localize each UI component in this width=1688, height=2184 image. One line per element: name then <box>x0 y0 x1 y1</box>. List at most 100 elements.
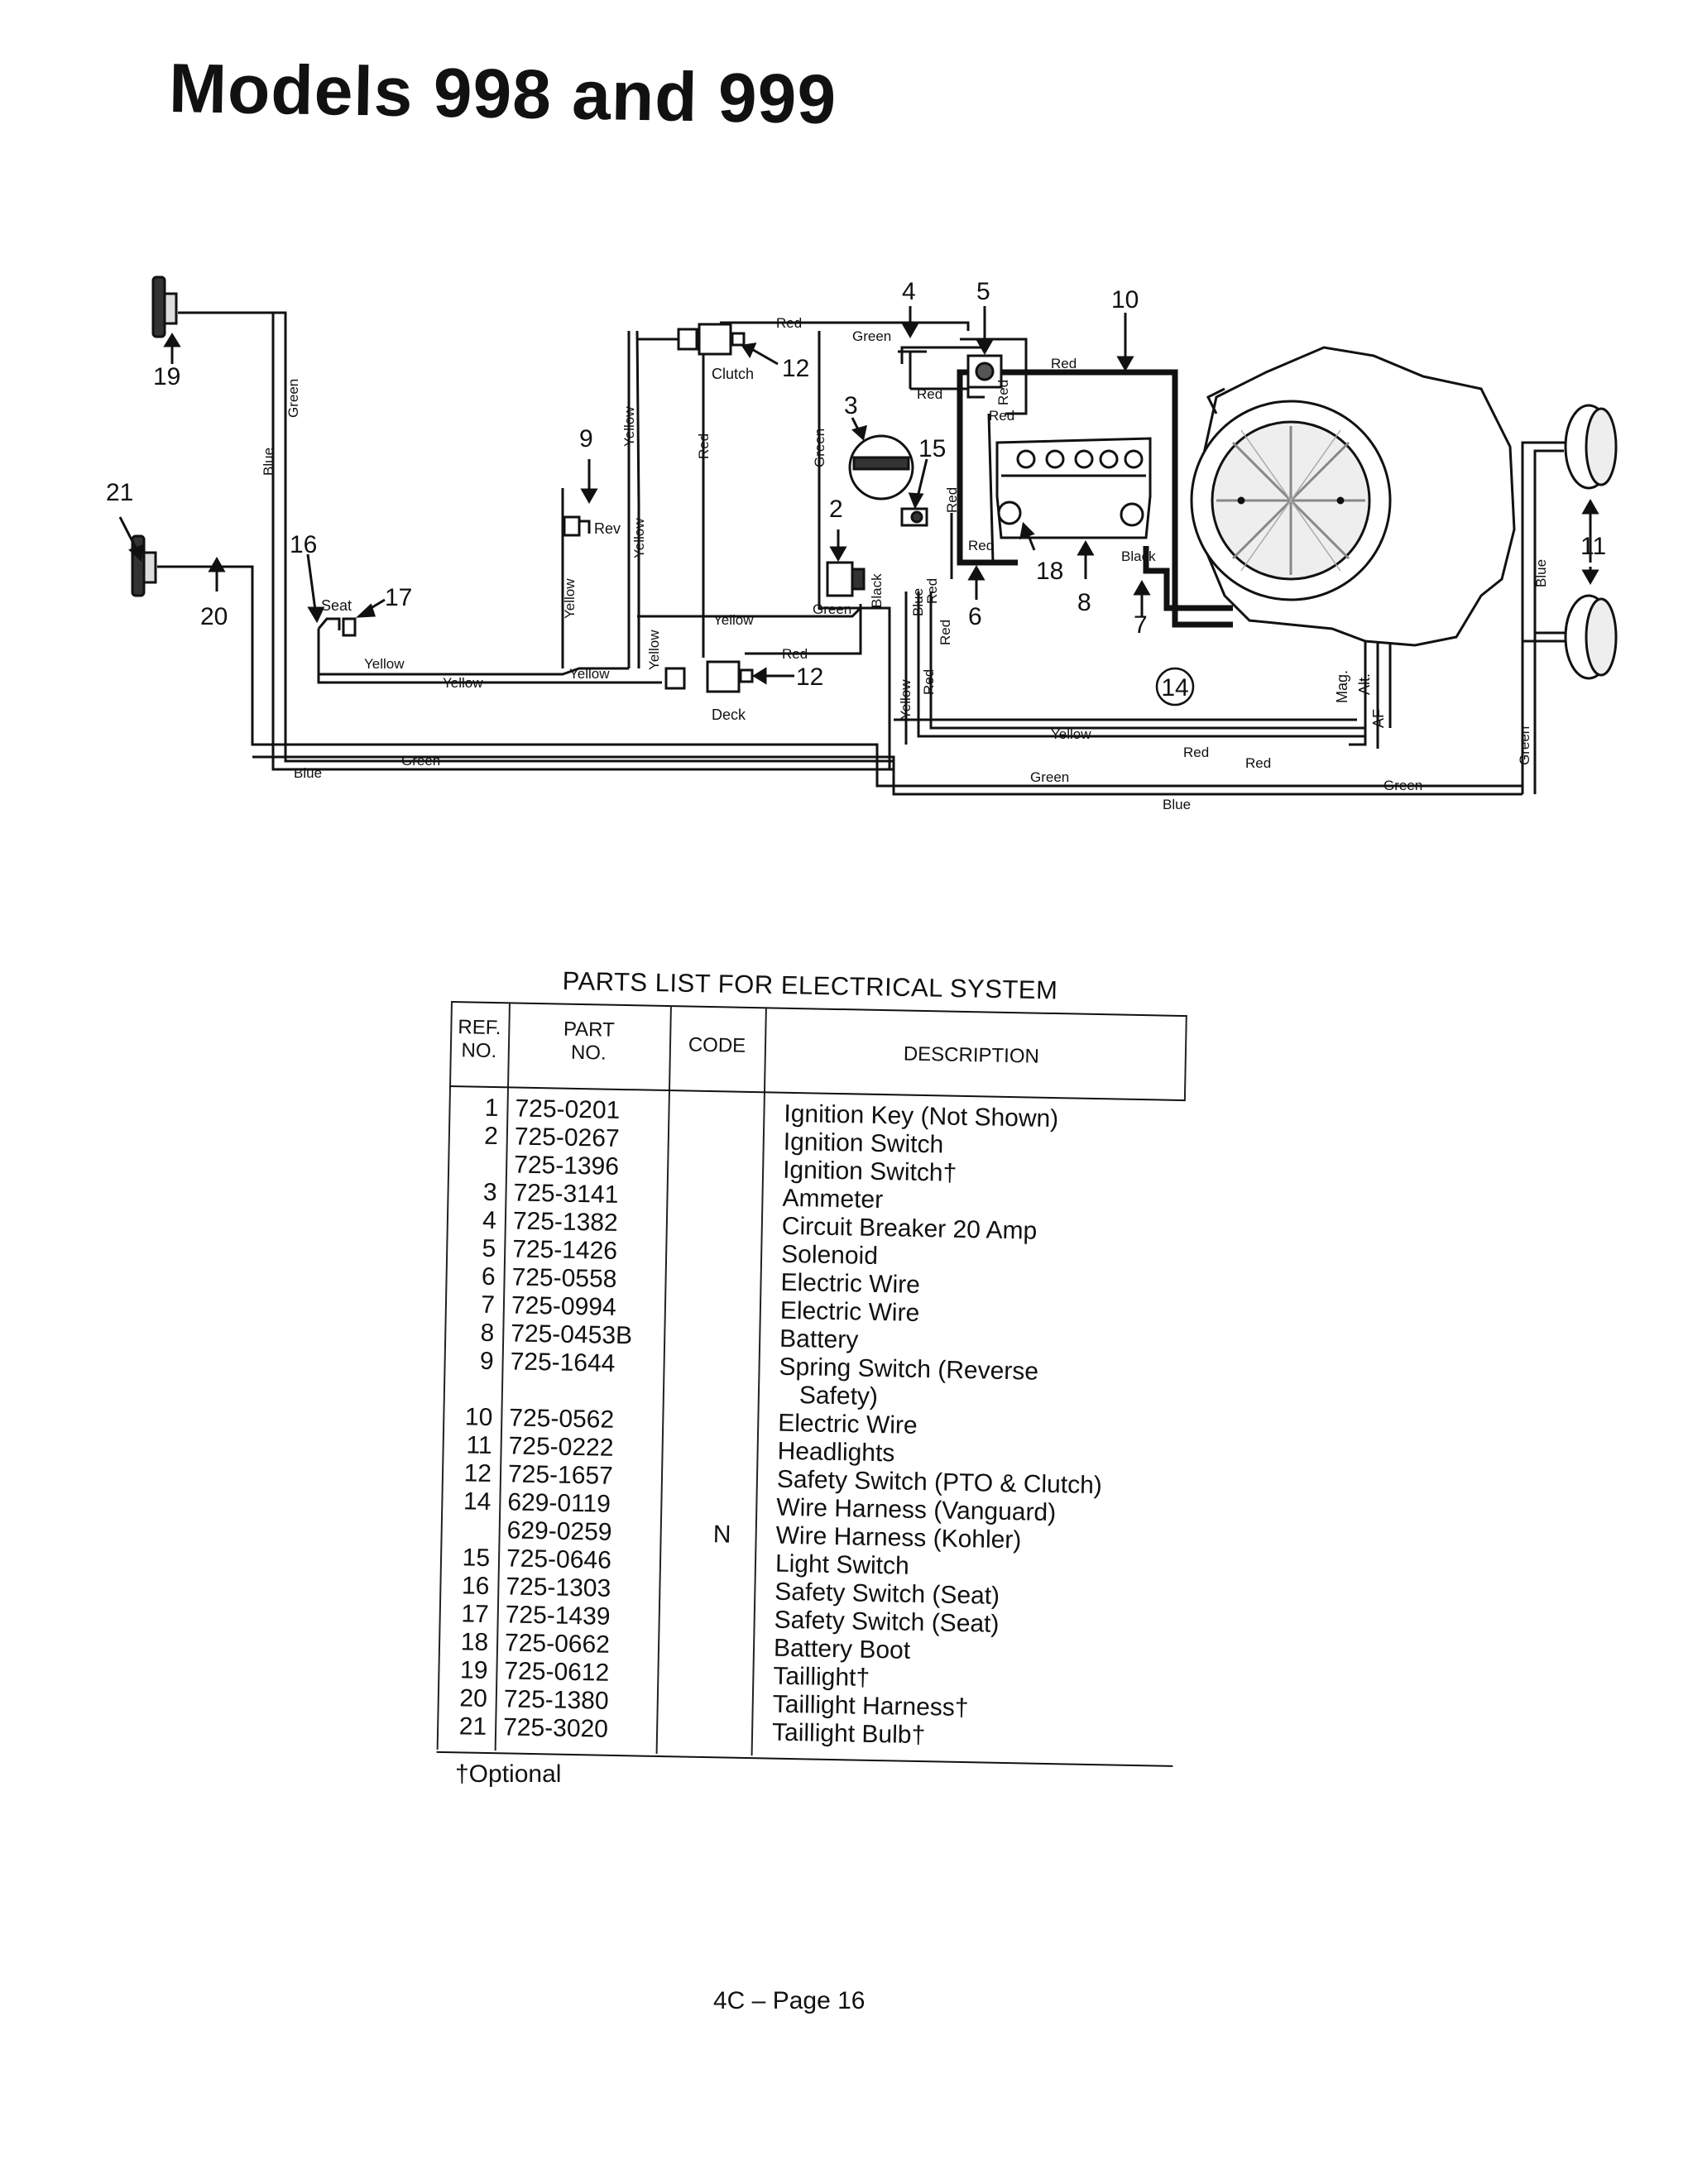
description-cell: Safety Switch (Seat) <box>774 1578 1000 1610</box>
wire-label-blue: Blue <box>1533 559 1549 587</box>
wire-label-red: Red <box>782 646 808 662</box>
part-cell: 725-0558 <box>511 1263 617 1293</box>
part-cell: 629-0259 <box>506 1516 612 1546</box>
seat-safety-switch <box>317 617 357 637</box>
part-cell: 725-0662 <box>504 1629 611 1659</box>
wire-label-yellow: Yellow <box>898 679 914 720</box>
part-cell: 725-0222 <box>508 1432 614 1462</box>
ref-cell: 18 <box>460 1628 489 1657</box>
ref-cell: 16 <box>461 1572 490 1601</box>
part-cell: 725-1657 <box>507 1460 614 1490</box>
part-cell: 725-1426 <box>511 1235 618 1265</box>
part-cell: 725-0994 <box>511 1291 617 1321</box>
wire-label-red: Red <box>995 380 1011 405</box>
reverse-spring-switch <box>563 515 591 537</box>
part-cell: 725-1644 <box>510 1348 616 1377</box>
deck-safety-switch <box>664 660 754 693</box>
wire-label-yellow: Yellow <box>631 518 647 558</box>
wire-label-yellow: Yellow <box>621 406 637 447</box>
wire-label-green: Green <box>813 601 851 617</box>
circuit-breaker <box>898 350 927 389</box>
ref-cell: 4 <box>482 1206 497 1235</box>
description-cell: Electric Wire <box>780 1268 921 1299</box>
wire-label-red: Red <box>917 386 942 402</box>
part-cell: 725-0612 <box>504 1657 610 1687</box>
callout-14: 14 <box>1161 674 1188 702</box>
description-cell: Taillight† <box>773 1662 870 1692</box>
wire-label-yellow: Yellow <box>562 578 578 619</box>
ref-cell: 20 <box>459 1684 488 1712</box>
wire-label-green: Green <box>1030 769 1069 785</box>
ref-cell: 3 <box>482 1178 497 1207</box>
callout-21: 21 <box>106 479 133 506</box>
wire-label-blue: Blue <box>910 588 926 616</box>
part-cell: 725-1382 <box>512 1207 618 1237</box>
description-cell: Electric Wire <box>777 1409 918 1439</box>
label-deck: Deck <box>712 706 746 723</box>
wire-label-green: Green <box>285 379 301 418</box>
battery <box>995 437 1152 539</box>
label-seat: Seat <box>321 597 352 614</box>
ref-cell: 2 <box>483 1122 499 1151</box>
callout-5: 5 <box>976 278 990 305</box>
wire-label-red: Red <box>776 315 802 331</box>
light-switch <box>900 507 928 527</box>
wire-label-black: Black <box>1121 548 1156 564</box>
ref-cell: 17 <box>461 1600 490 1629</box>
ref-cell <box>448 1150 498 1151</box>
taillight-21 <box>131 534 157 597</box>
wire-label-red: Red <box>944 487 960 513</box>
wire-label-red: Red <box>1183 745 1209 760</box>
wire-label-red: Red <box>924 578 940 604</box>
wire-label-yellow: Yellow <box>364 656 405 672</box>
wire-label-blue: Blue <box>1163 797 1191 812</box>
header-ref: REF. NO. <box>458 1016 501 1063</box>
wire-label-red: Red <box>968 538 994 553</box>
wire-label-blue: Blue <box>294 765 322 781</box>
description-cell: Headlights <box>777 1437 895 1468</box>
wiring-diagram: 14 19 21 20 16 17 9 12 12 3 15 2 <box>106 275 1618 812</box>
description-cell: Ignition Switch <box>783 1128 944 1159</box>
wire-label-green: Green <box>1383 778 1422 793</box>
callout-17: 17 <box>385 584 412 611</box>
ref-cell: 12 <box>463 1459 492 1488</box>
wire-label-yellow: Yellow <box>1051 726 1091 742</box>
code-cell: N <box>712 1521 731 1549</box>
callout-8: 8 <box>1077 589 1091 616</box>
ref-cell: 11 <box>466 1431 493 1460</box>
wire-label-red: Red <box>696 433 712 459</box>
description-cell: Wire Harness (Kohler) <box>775 1521 1022 1554</box>
callout-19: 19 <box>153 363 180 390</box>
description-cell: Solenoid <box>780 1240 879 1270</box>
ref-cell <box>444 1375 493 1376</box>
taillight-19 <box>151 275 178 338</box>
ref-cell: 10 <box>464 1403 493 1432</box>
wire-label-green: Green <box>812 429 827 467</box>
wire-label-red: Red <box>1051 356 1077 371</box>
ref-cell: 19 <box>459 1656 488 1684</box>
ref-cell: 1 <box>484 1094 499 1123</box>
description-cell: Taillight Harness† <box>772 1690 969 1722</box>
headlight-upper <box>1564 404 1618 490</box>
wire-label-red: Red <box>921 669 937 695</box>
callout-18: 18 <box>1036 558 1063 585</box>
clutch-safety-switch <box>677 323 746 356</box>
ignition-switch <box>826 561 866 597</box>
description-cell: Electric Wire <box>779 1296 920 1327</box>
callout-15: 15 <box>918 435 946 462</box>
description-cell: Safety) <box>778 1381 879 1410</box>
part-cell: 725-0646 <box>506 1545 612 1574</box>
wire-label-blue: Blue <box>261 448 276 476</box>
wire-label-red: Red <box>989 408 1014 424</box>
callout-7: 7 <box>1134 611 1148 639</box>
wire-label-yellow: Yellow <box>713 612 754 628</box>
ref-cell: 5 <box>482 1234 496 1263</box>
callout-6: 6 <box>968 603 982 630</box>
part-cell: 629-0119 <box>507 1488 611 1518</box>
header-code: CODE <box>688 1033 746 1057</box>
callout-4: 4 <box>902 278 916 305</box>
part-cell: 725-1439 <box>505 1601 611 1631</box>
label-mag: Mag. <box>1334 670 1350 703</box>
headlight-lower <box>1564 594 1618 680</box>
